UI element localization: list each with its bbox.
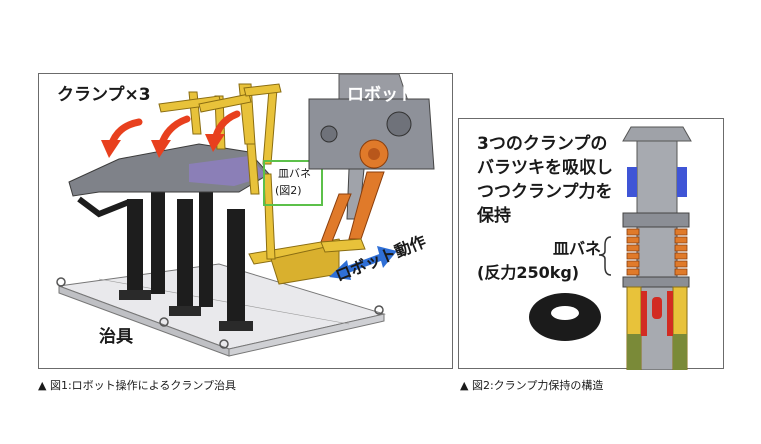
description-line-2: バラツキを吸収し [477, 158, 613, 178]
description-line-3: つつクランプ力を [477, 182, 613, 202]
spring-ref-label: (図2) [275, 184, 302, 197]
spring-label: 皿バネ [553, 239, 602, 258]
figure2-panel: 3つのクランプの バラツキを吸収し つつクランプ力を 保持 皿バネ (反力250… [458, 118, 724, 370]
jig-label: 治具 [99, 327, 133, 347]
figure1-panel: クランプ×3 ロボット 皿バネ (図2) ロボット動作 治具 [38, 73, 453, 369]
description-line-4: 保持 [477, 206, 511, 226]
disc-springs [626, 228, 688, 276]
spring-force-label: (反力250kg) [477, 263, 580, 282]
disc-spring-washer [529, 293, 601, 341]
figure2-caption: ▲ 図2:クランプ力保持の構造 [460, 379, 604, 392]
clamp-jig-illustration [56, 74, 435, 357]
clamp-count-label: クランプ×3 [57, 85, 151, 105]
robot-motion-arrow [329, 246, 397, 280]
spring-label: 皿バネ [278, 167, 311, 180]
robot-arm [308, 74, 435, 253]
spring-structure-illustration [529, 126, 692, 370]
description-line-1: 3つのクランプの [477, 134, 608, 154]
spring-brace [598, 236, 612, 276]
figure1-caption: ▲ 図1:ロボット操作によるクランプ治具 [38, 379, 236, 392]
support-pillars [119, 184, 253, 331]
robot-label: ロボット [347, 85, 415, 105]
spring-highlight-box [263, 160, 323, 206]
bolt-left [627, 167, 637, 197]
bolt-right [677, 167, 687, 197]
